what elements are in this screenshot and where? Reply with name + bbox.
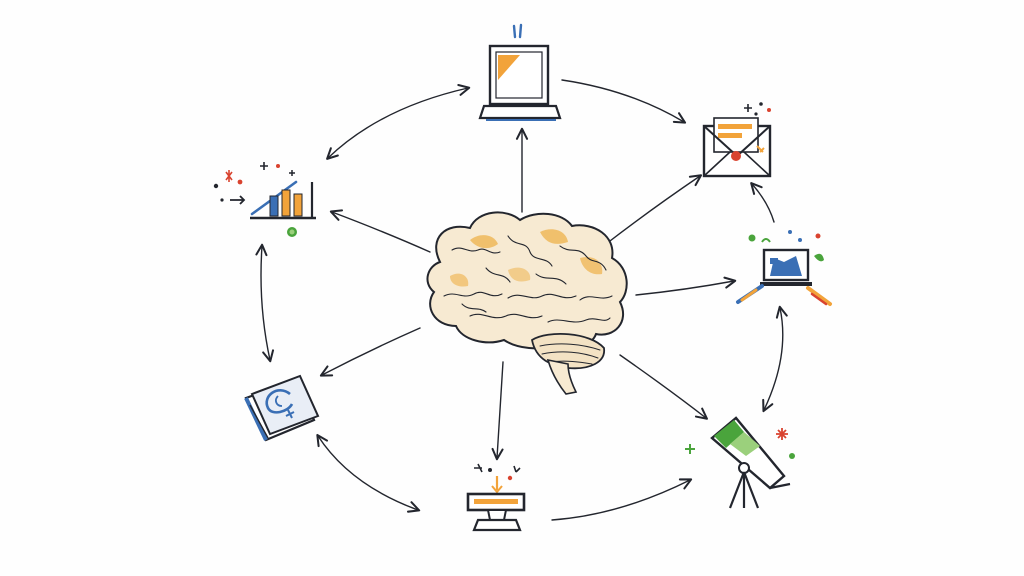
arrow-chart-laptop [326, 84, 471, 160]
arrow-brain-to-book [319, 327, 421, 377]
monitor-flags-icon [736, 230, 832, 306]
cycle-arrows [255, 79, 788, 521]
book-icon [244, 374, 320, 442]
mail-envelope-icon [702, 102, 772, 178]
anvil-icon [466, 463, 526, 532]
bar-chart-icon [213, 162, 316, 237]
arrow-anvil-telescope [551, 478, 693, 521]
arrow-chart-book [255, 243, 275, 363]
arrow-brain-to-telescope [619, 354, 709, 420]
arrow-book-anvil [316, 433, 421, 513]
arrow-monitor-telescope [762, 305, 788, 413]
arrow-brain-to-mail [605, 174, 703, 245]
telescope-icon [685, 416, 795, 509]
arrow-brain-to-chart [329, 209, 431, 253]
radial-arrows [319, 127, 737, 461]
arrow-brain-to-anvil [491, 361, 504, 461]
brain-icon [426, 211, 628, 395]
arrow-mail-monitor [750, 182, 775, 223]
laptop-icon [478, 23, 562, 121]
arrow-laptop-mail [561, 79, 687, 124]
arrow-brain-to-monitor [635, 276, 737, 296]
